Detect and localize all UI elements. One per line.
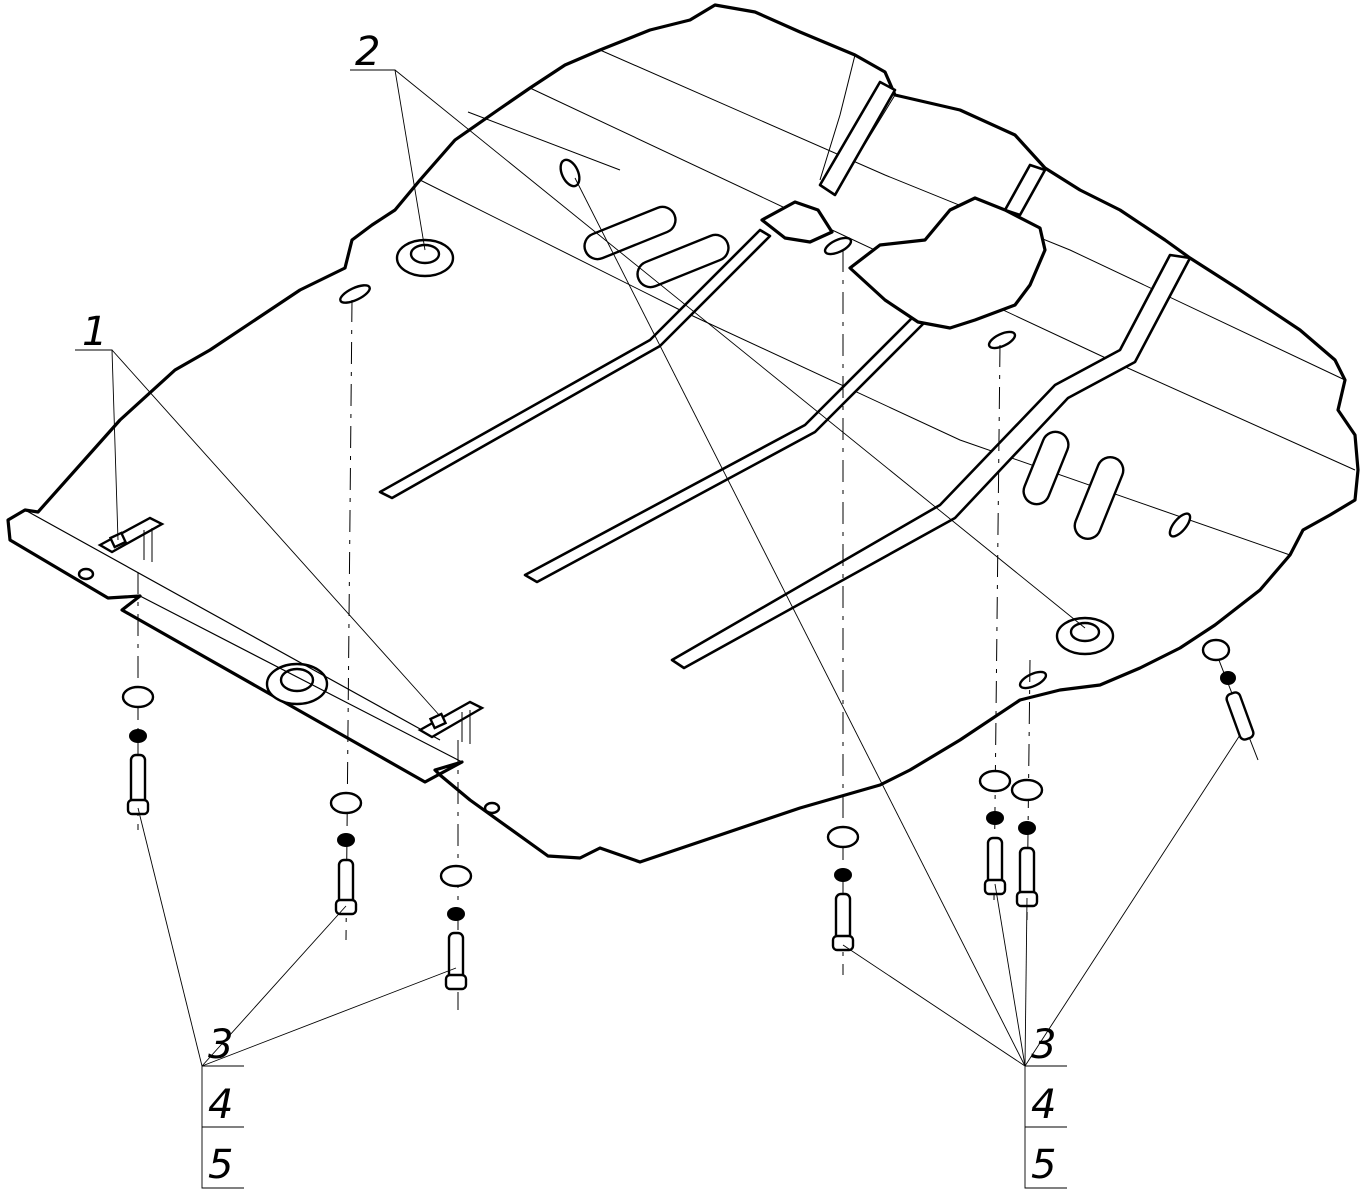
callout-label: 4 xyxy=(208,1082,233,1128)
fastener-stack xyxy=(439,864,473,991)
fastener-stack xyxy=(978,769,1012,896)
callout-stack-left: 3 4 5 xyxy=(201,1022,244,1189)
vent-slot xyxy=(1073,455,1125,541)
nut-icon xyxy=(986,811,1004,825)
stiffener-rib xyxy=(670,253,1192,670)
nut-icon xyxy=(1220,671,1236,685)
mounting-hole xyxy=(1168,512,1192,538)
vent-slot xyxy=(1022,430,1070,506)
bend-line xyxy=(467,111,621,171)
washer-icon xyxy=(121,685,155,709)
fastener-stack xyxy=(329,791,363,916)
washer-icon xyxy=(1010,778,1044,802)
vent-slot xyxy=(636,233,730,289)
washer-icon xyxy=(1201,638,1231,662)
vent-slot xyxy=(583,205,677,261)
nut-icon xyxy=(1018,821,1036,835)
fastener-stack xyxy=(121,685,155,816)
stiffener-rib xyxy=(1003,163,1047,217)
stiffener-rib xyxy=(378,228,772,500)
fastener-stack xyxy=(826,825,860,952)
nut-icon xyxy=(447,907,465,921)
washer-icon xyxy=(329,791,363,815)
callout-label: 3 xyxy=(1031,1022,1056,1068)
stiffener-rib xyxy=(818,80,897,197)
bolt-icon xyxy=(1225,691,1255,741)
skid-plate xyxy=(6,3,1360,864)
washer-icon xyxy=(826,825,860,849)
plate-cutout xyxy=(848,196,1047,330)
callout-2: 2 xyxy=(355,29,380,75)
washer-icon xyxy=(978,769,1012,793)
mounting-hole xyxy=(559,158,581,188)
callout-label: 3 xyxy=(208,1022,233,1068)
plate-outline xyxy=(6,3,1360,864)
mounting-hole xyxy=(823,236,853,256)
mounting-hole xyxy=(77,567,95,581)
callout-1: 1 xyxy=(82,309,107,355)
plate-notch xyxy=(760,200,834,244)
nut-icon xyxy=(337,833,355,847)
grommet xyxy=(1055,616,1115,656)
nut-icon xyxy=(129,729,147,743)
grommet xyxy=(395,238,455,278)
callout-label: 2 xyxy=(355,29,380,75)
leader-lines xyxy=(75,69,1241,1067)
mounting-hole xyxy=(987,330,1017,350)
nut-icon xyxy=(834,868,852,882)
fastener-stack xyxy=(1010,778,1044,908)
callout-stack-right: 3 4 5 xyxy=(1024,1022,1067,1189)
callout-label: 4 xyxy=(1031,1082,1056,1128)
fastener-stack xyxy=(1201,638,1255,741)
callout-label: 5 xyxy=(1031,1142,1056,1188)
mounting-hole xyxy=(339,284,371,304)
washer-icon xyxy=(439,864,473,888)
bolt-icon xyxy=(1018,846,1036,898)
mounting-hole xyxy=(1018,670,1048,690)
bend-line xyxy=(819,54,856,181)
mounting-hole xyxy=(483,801,501,815)
bend-line xyxy=(419,179,1291,556)
callout-label: 1 xyxy=(82,309,107,355)
bracket-icon xyxy=(417,700,485,744)
front-bracket-edge xyxy=(24,509,463,763)
grommet xyxy=(265,662,329,706)
callout-label: 5 xyxy=(208,1142,233,1188)
